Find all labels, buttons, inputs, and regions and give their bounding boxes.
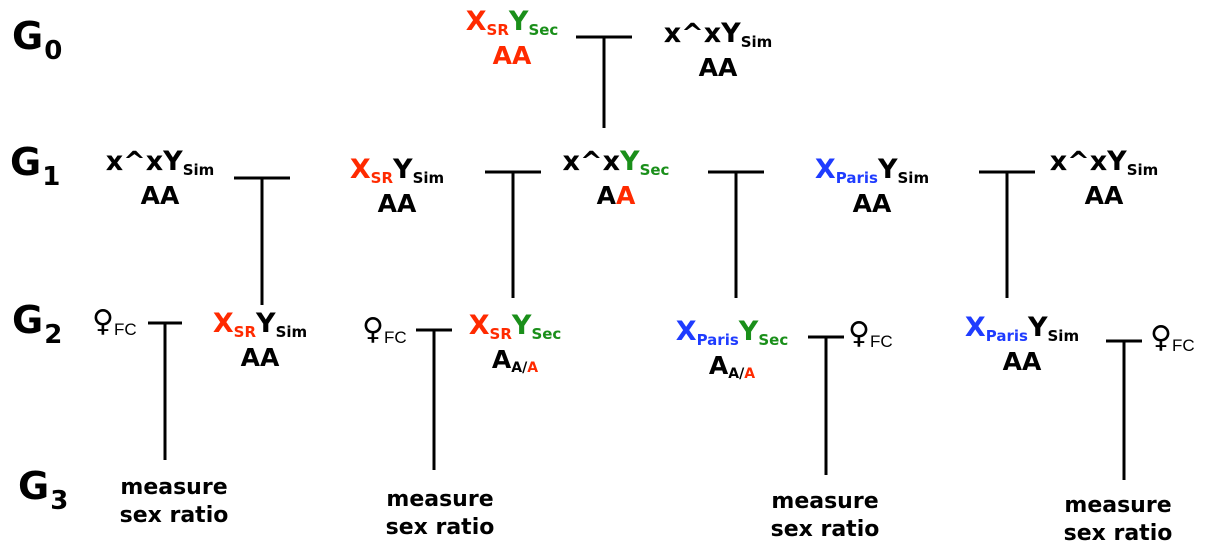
generation-label-g2: G2 bbox=[12, 298, 64, 350]
g0-attached-sim-genotype: x^xYSim AA bbox=[663, 18, 773, 82]
female-symbol-icon: ♀ bbox=[92, 304, 114, 339]
generation-label-g1: G1 bbox=[10, 140, 62, 192]
g1-attached-sim-left-genotype: x^xYSim AA bbox=[105, 146, 215, 210]
female-symbol-icon: ♀ bbox=[1150, 320, 1172, 355]
g1-sr-sim-genotype: XSRYSim AA bbox=[349, 154, 445, 218]
g1-attached-sim-right-genotype: x^xYSim AA bbox=[1049, 146, 1159, 210]
g2-female-fc-1: ♀FC bbox=[92, 304, 137, 339]
g2-paris-sec-genotype: XParisYSec AA/A bbox=[675, 316, 789, 382]
g2-paris-sim-genotype: XParisYSim AA bbox=[964, 312, 1080, 376]
g1-attached-sec-genotype: x^xYSec AA bbox=[562, 146, 670, 210]
g2-sr-sim-genotype: XSRYSim AA bbox=[212, 308, 308, 372]
female-symbol-icon: ♀ bbox=[362, 312, 384, 347]
g2-female-fc-4: ♀FC bbox=[1150, 320, 1195, 355]
g2-female-fc-3: ♀FC bbox=[848, 316, 893, 351]
female-symbol-icon: ♀ bbox=[848, 316, 870, 351]
g2-sr-sec-genotype: XSRYSec AA/A bbox=[468, 310, 562, 376]
generation-label-g3: G3 bbox=[18, 464, 70, 516]
generation-label-g0: G0 bbox=[12, 14, 64, 66]
g0-sr-sec-genotype: XSRYSec AA bbox=[465, 6, 559, 70]
g1-paris-sim-genotype: XParisYSim AA bbox=[814, 154, 930, 218]
g2-female-fc-2: ♀FC bbox=[362, 312, 407, 347]
